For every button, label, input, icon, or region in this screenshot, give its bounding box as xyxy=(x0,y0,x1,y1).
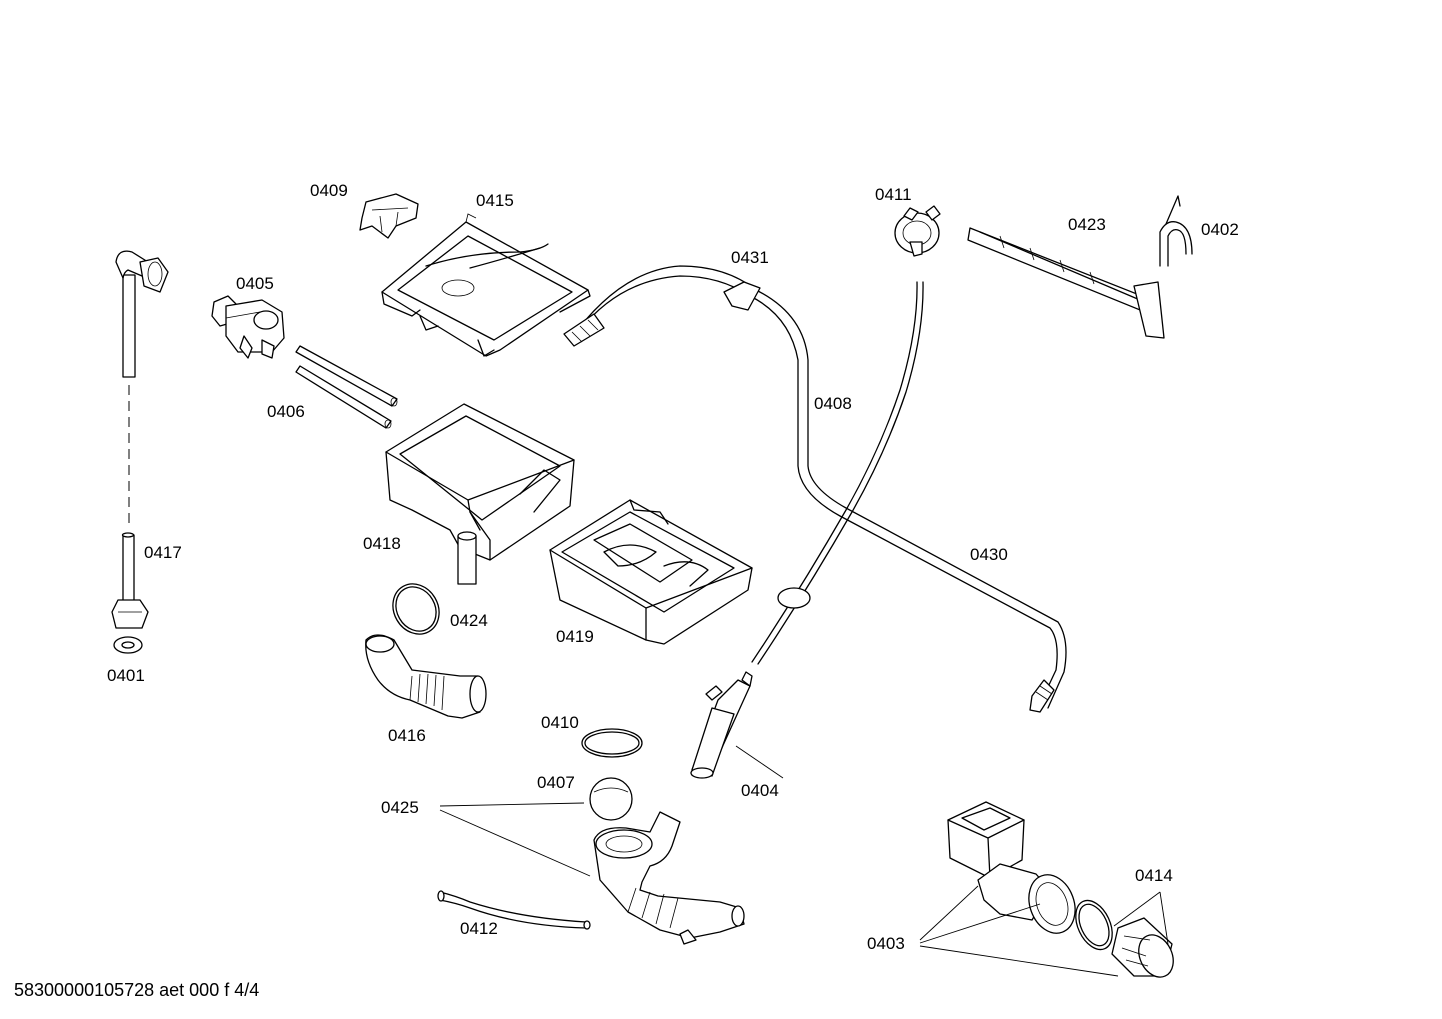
part-0410-ring xyxy=(581,728,643,758)
label-0416: 0416 xyxy=(388,726,426,745)
part-0409-bracket xyxy=(359,193,419,239)
label-0430: 0430 xyxy=(970,545,1008,564)
label-0425: 0425 xyxy=(381,798,419,817)
part-0430-0431-pipe xyxy=(563,265,1067,713)
label-0407: 0407 xyxy=(537,773,575,792)
label-0403: 0403 xyxy=(867,934,905,953)
label-0404: 0404 xyxy=(741,781,779,800)
part-0418-dispenser-housing xyxy=(385,403,575,585)
part-0423-rail xyxy=(967,227,1165,339)
part-0408-level-tube xyxy=(751,281,924,665)
part-0403-drain-pump xyxy=(947,801,1076,934)
part-0419-detergent-drawer xyxy=(549,499,753,645)
part-0411-pressure-switch xyxy=(894,205,941,257)
part-0405-inlet-valve xyxy=(211,295,285,359)
part-0425-sump xyxy=(593,811,745,945)
part-0412-hose xyxy=(437,890,591,930)
label-0424: 0424 xyxy=(450,611,488,630)
label-0409: 0409 xyxy=(310,181,348,200)
label-0401: 0401 xyxy=(107,666,145,685)
label-0417: 0417 xyxy=(144,543,182,562)
label-0411: 0411 xyxy=(875,185,912,204)
part-0415-dispenser-lid xyxy=(381,213,591,357)
part-0407-ball xyxy=(589,777,633,821)
label-0423: 0423 xyxy=(1068,215,1106,234)
label-0405: 0405 xyxy=(236,274,274,293)
part-0406-tubes xyxy=(295,345,398,429)
part-0404-air-trap xyxy=(690,671,753,779)
label-0418: 0418 xyxy=(363,534,401,553)
label-0415: 0415 xyxy=(476,191,514,210)
part-0401-washer xyxy=(113,636,143,654)
label-0414: 0414 xyxy=(1135,866,1173,885)
label-0408: 0408 xyxy=(814,394,852,413)
part-0402-clip xyxy=(1159,195,1193,267)
drawing-footer-code: 58300000105728 aet 000 f 4/4 xyxy=(14,980,260,1000)
label-0431: 0431 xyxy=(731,248,769,267)
label-0419: 0419 xyxy=(556,627,594,646)
label-0406: 0406 xyxy=(267,402,305,421)
part-0416-bellows-hose xyxy=(365,634,487,719)
label-0412: 0412 xyxy=(460,919,498,938)
label-0410: 0410 xyxy=(541,713,579,732)
part-0414-filter xyxy=(1075,899,1174,978)
part-0417-inlet-hose xyxy=(111,250,169,629)
part-0424-seal-ring xyxy=(392,583,440,635)
leader-lines xyxy=(439,745,1169,977)
label-0402: 0402 xyxy=(1201,220,1239,239)
